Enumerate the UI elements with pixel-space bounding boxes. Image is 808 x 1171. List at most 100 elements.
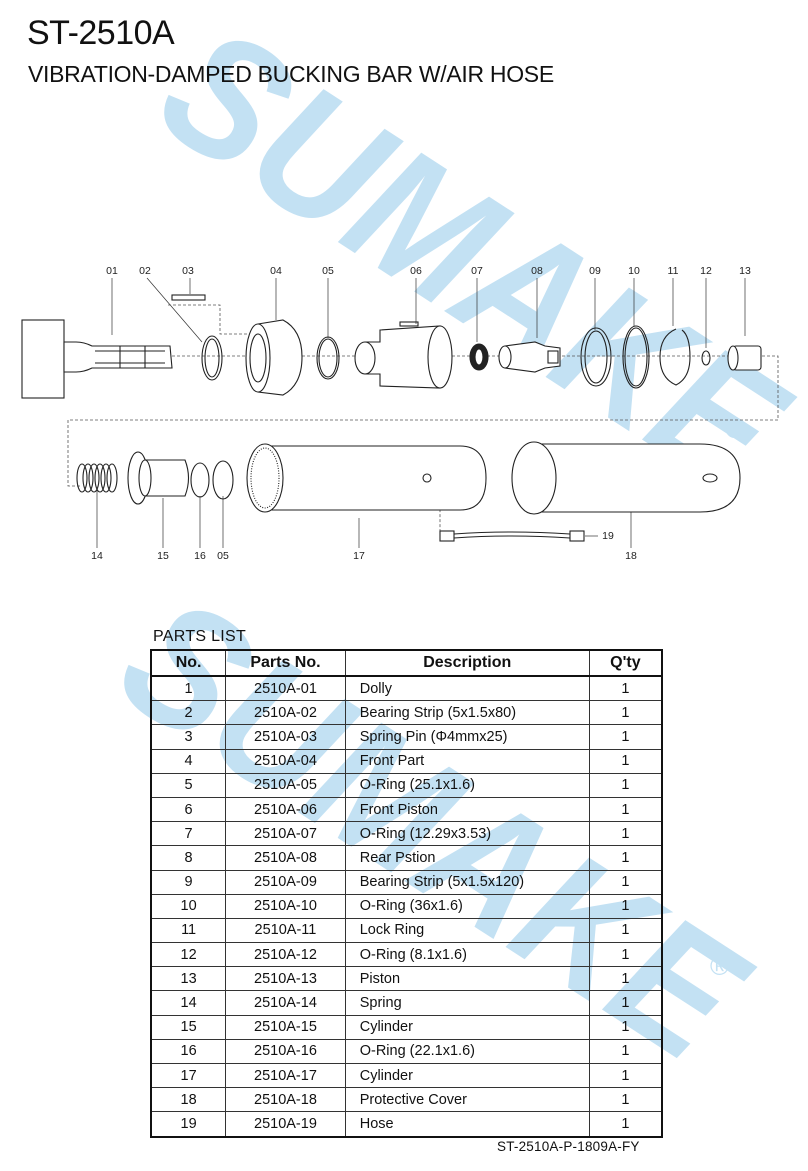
callout-15: 15 [157, 550, 169, 562]
cell-description: O-Ring (22.1x1.6) [344, 1038, 590, 1065]
registered-mark-bottom: ® [710, 951, 729, 981]
cell-no: 17 [150, 1062, 227, 1089]
cell-part-no: 2510A-17 [225, 1062, 346, 1089]
cell-qty: 1 [588, 1038, 663, 1065]
cell-description: Bearing Strip (5x1.5x120) [344, 869, 590, 895]
cell-no: 4 [150, 748, 227, 774]
cell-description: Cylinder [344, 1014, 590, 1040]
cell-no: 9 [150, 869, 227, 895]
cell-no: 10 [150, 893, 227, 919]
callout-05: 05 [322, 265, 334, 277]
document-code: ST-2510A-P-1809A-FY [497, 1139, 640, 1154]
cell-qty: 1 [588, 724, 663, 750]
cell-description: Spring Pin (Φ4mmx25) [344, 724, 590, 750]
cell-description: Piston [344, 966, 590, 992]
spring-coils [76, 463, 118, 493]
cell-part-no: 2510A-15 [225, 1014, 346, 1040]
callout-09: 09 [589, 265, 601, 277]
cell-description: Dolly [344, 675, 590, 702]
cell-description: O-Ring (8.1x1.6) [344, 942, 590, 968]
cell-no: 14 [150, 990, 227, 1016]
cell-description: Rear Pstion [344, 845, 590, 871]
cell-description: Front Part [344, 748, 590, 774]
column-header-qty: Q'ty [588, 649, 663, 677]
cell-no: 12 [150, 942, 227, 968]
cell-part-no: 2510A-01 [225, 675, 346, 702]
callout-04: 04 [270, 265, 282, 277]
cell-qty: 1 [588, 1087, 663, 1113]
cell-part-no: 2510A-03 [225, 724, 346, 750]
model-number: ST-2510A [27, 14, 175, 52]
cell-no: 15 [150, 1014, 227, 1040]
cell-qty: 1 [588, 821, 663, 847]
cell-part-no: 2510A-05 [225, 772, 346, 798]
callout-19: 19 [602, 530, 614, 542]
cell-qty: 1 [588, 748, 663, 774]
cell-qty: 1 [588, 990, 663, 1016]
cell-qty: 1 [588, 917, 663, 944]
product-title: VIBRATION-DAMPED BUCKING BAR W/AIR HOSE [28, 61, 554, 87]
cell-description: O-Ring (36x1.6) [344, 893, 590, 919]
cell-no: 5 [150, 772, 227, 798]
callout-13: 13 [739, 265, 751, 277]
cell-qty: 1 [588, 869, 663, 895]
column-header-no: No. [150, 649, 227, 677]
callout-01: 01 [106, 265, 118, 277]
cell-description: Cylinder [344, 1062, 590, 1089]
cell-part-no: 2510A-07 [225, 821, 346, 847]
cell-qty: 1 [588, 1062, 663, 1089]
callout-11: 11 [668, 265, 679, 277]
cell-part-no: 2510A-12 [225, 942, 346, 968]
cell-part-no: 2510A-02 [225, 700, 346, 726]
callout-12: 12 [700, 265, 712, 277]
callout-02: 02 [139, 265, 151, 277]
callout-06: 06 [410, 265, 422, 277]
cell-qty: 1 [588, 893, 663, 919]
callout-17: 17 [353, 550, 365, 562]
callout-18: 18 [625, 550, 637, 562]
callout-14: 14 [91, 550, 103, 562]
callout-16: 16 [194, 550, 206, 562]
callout-labels: 01 02 03 04 05 06 07 08 09 10 11 12 13 1… [91, 265, 751, 562]
callout-03: 03 [182, 265, 194, 277]
cell-part-no: 2510A-19 [225, 1111, 346, 1138]
cell-no: 3 [150, 724, 227, 750]
cell-description: O-Ring (25.1x1.6) [344, 772, 590, 798]
column-header-parts-no: Parts No. [225, 649, 346, 677]
cell-part-no: 2510A-04 [225, 748, 346, 774]
cell-part-no: 2510A-13 [225, 966, 346, 992]
cell-description: Spring [344, 990, 590, 1016]
cell-no: 6 [150, 796, 227, 823]
cell-qty: 1 [588, 700, 663, 726]
cell-no: 19 [150, 1111, 227, 1138]
cell-qty: 1 [588, 845, 663, 871]
cell-part-no: 2510A-18 [225, 1087, 346, 1113]
cell-part-no: 2510A-09 [225, 869, 346, 895]
cell-qty: 1 [588, 1111, 663, 1138]
cell-no: 1 [150, 675, 227, 702]
table-header-row: No. Parts No. Description Q'ty [150, 649, 663, 677]
cell-qty: 1 [588, 1014, 663, 1040]
cell-no: 16 [150, 1038, 227, 1065]
cell-description: Front Piston [344, 796, 590, 823]
cell-qty: 1 [588, 675, 663, 702]
cell-description: Lock Ring [344, 917, 590, 944]
cell-no: 8 [150, 845, 227, 871]
cell-description: Hose [344, 1111, 590, 1138]
